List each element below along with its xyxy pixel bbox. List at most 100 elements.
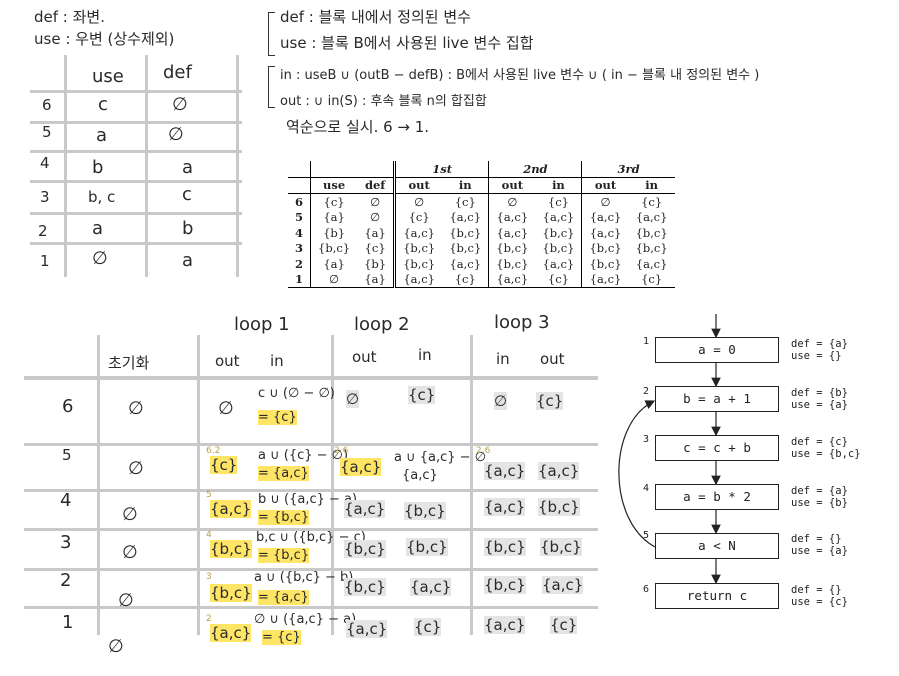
bracket-def-use	[268, 12, 275, 56]
printed-cell: {b,c}	[542, 241, 575, 256]
init-cell: ∅	[118, 590, 134, 611]
printed-cell: {c}	[547, 272, 569, 287]
cfg-node-2: b = a + 1	[655, 386, 779, 412]
loop2-in-result: {a,c}	[402, 468, 438, 483]
loop1-out-cell: {a,c}	[210, 624, 252, 642]
loop-row-num: 2	[60, 570, 72, 591]
node-use: use = {a}	[791, 399, 848, 411]
loop2-in-cell: {c}	[408, 386, 436, 404]
loop3-in-cell: {b,c}	[484, 576, 526, 594]
printed-cell: {a,c}	[488, 209, 536, 225]
def-desc-note: def : 블록 내에서 정의된 변수	[280, 8, 471, 26]
printed-cell: ∅	[370, 194, 381, 209]
loop2-out-header: out	[352, 348, 377, 366]
table1-hline	[30, 180, 242, 183]
printed-cell: {c}	[364, 241, 386, 256]
loop1-in-formula: a ∪ ({c} − ∅)	[258, 448, 349, 463]
loop1-in-result: = {a,c}	[258, 466, 309, 481]
printed-cell: {b,c}	[488, 240, 536, 256]
table1-def-cell: ∅	[172, 94, 188, 115]
loop3-out-cell: {a,c}	[542, 576, 584, 594]
loop2-out-cell: ∅	[346, 390, 360, 408]
init-cell: ∅	[122, 504, 138, 525]
margin-mark: 2	[206, 614, 212, 624]
margin-mark: 3	[206, 572, 212, 582]
node-def-use: def = {}use = {a}	[791, 533, 848, 557]
printed-cell: {b,c}	[581, 256, 629, 272]
printed-cell: {a,c}	[449, 256, 482, 271]
loop1-in-result: = {a,c}	[258, 590, 309, 605]
init-cell: ∅	[128, 458, 144, 479]
margin-mark: 5	[206, 490, 212, 500]
loop3-out-cell: {c}	[536, 392, 564, 410]
init-cell: ∅	[122, 542, 138, 563]
printed-cell: {a,c}	[581, 225, 629, 241]
node-use: use = {b,c}	[791, 448, 861, 460]
printed-row-num: 5	[295, 210, 304, 225]
table1-row-num: 6	[42, 96, 52, 114]
loop3-in-cell: {a,c}	[484, 462, 526, 480]
printed-row: 3{b,c}{c}{b,c}{b,c}{b,c}{b,c}{b,c}{b,c}	[288, 240, 675, 256]
printed-row-num: 6	[295, 194, 304, 209]
printed-cell: {a,c}	[488, 225, 536, 241]
use-desc-note: use : 블록 B에서 사용된 live 변수 집합	[280, 34, 534, 52]
node-def-use: def = {c}use = {b,c}	[791, 436, 861, 460]
loop3-out-cell: {a,c}	[538, 462, 580, 480]
printed-cell: {c}	[547, 194, 569, 209]
loop-row-num: 5	[62, 446, 72, 464]
loop1-in-formula: b ∪ ({a,c} − a)	[258, 492, 358, 507]
printed-row-num: 4	[295, 225, 304, 240]
node-def: def = {a}	[791, 338, 848, 350]
printed-subheader: out	[581, 177, 629, 194]
loop3-header: loop 3	[494, 312, 550, 333]
node-def: def = {c}	[791, 436, 848, 448]
loop2-out-cell: {a,c}	[340, 458, 382, 476]
printed-cell: {a,c}	[449, 210, 482, 225]
table1-row-num: 5	[42, 123, 52, 141]
printed-cell: {b,c}	[542, 225, 575, 240]
printed-cell: {c}	[310, 193, 358, 210]
loop1-in-result: = {b,c}	[258, 548, 310, 563]
printed-cell: ∅	[310, 271, 358, 288]
table1-use-cell: a	[92, 218, 104, 239]
printed-subheader: def	[364, 178, 386, 193]
printed-row: 2{a}{b}{b,c}{a,c}{b,c}{a,c}{b,c}{a,c}	[288, 256, 675, 272]
node-def-use: def = {a}use = {}	[791, 338, 848, 362]
node-def-use: def = {a}use = {b}	[791, 485, 848, 509]
node-num: 1	[643, 336, 650, 347]
printed-cell: {a}	[310, 209, 358, 225]
node-def: def = {a}	[791, 485, 848, 497]
cfg-node-5: a < N	[655, 533, 779, 559]
cfg-node-6: return c	[655, 583, 779, 609]
printed-cell: {c}	[454, 272, 476, 287]
table1-use-cell: c	[98, 94, 108, 115]
init-cell-extra: ∅	[108, 636, 124, 657]
margin-mark: 2.6	[476, 446, 491, 456]
loop3-out-header: out	[540, 350, 565, 368]
printed-cell: {a,c}	[488, 271, 536, 288]
loop1-out-cell: {c}	[210, 456, 238, 474]
node-use: use = {a}	[791, 545, 848, 557]
table1-def-cell: c	[182, 184, 192, 205]
loop3-in-cell: {a,c}	[484, 498, 526, 516]
loop2-in-cell: {b,c}	[406, 538, 448, 556]
loop1-in-result: = {c}	[262, 630, 301, 645]
table1-def-cell: a	[182, 157, 194, 178]
cfg-node-4: a = b * 2	[655, 484, 779, 510]
printed-subheader: in	[645, 178, 658, 193]
printed-cell: ∅	[370, 210, 381, 225]
printed-cell: {a,c}	[542, 210, 575, 225]
use-definition-note: use : 우변 (상수제외)	[34, 30, 175, 48]
printed-cell: {b,c}	[449, 241, 482, 256]
node-num: 5	[643, 530, 650, 541]
table1-hline-head	[30, 90, 242, 93]
printed-cell: {b,c}	[310, 240, 358, 256]
loop2-out-cell: {a,c}	[344, 500, 386, 518]
table1-header-def: def	[163, 62, 192, 83]
node-def-use: def = {}use = {c}	[791, 584, 848, 608]
loop2-in-cell: {c}	[414, 618, 442, 636]
loop3-out-cell: {c}	[550, 616, 578, 634]
table1-def-cell: ∅	[168, 124, 184, 145]
margin-mark: 4	[206, 530, 212, 540]
printed-cell: {c}	[454, 194, 476, 209]
